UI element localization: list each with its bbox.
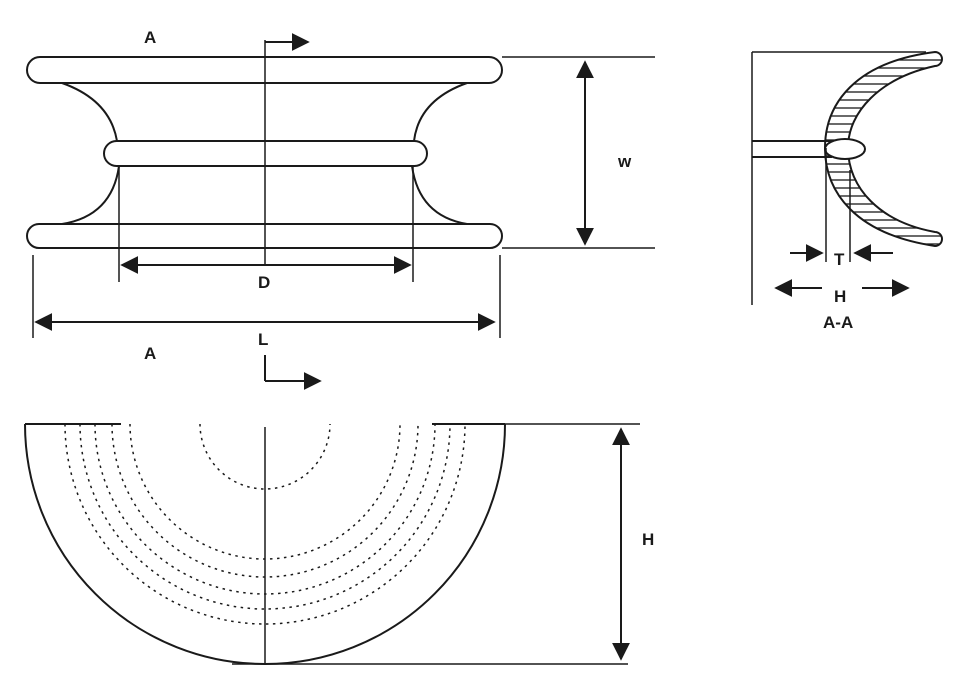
dotted-arc-inner	[199, 423, 331, 490]
label-d: D	[258, 273, 270, 292]
dimension-w	[502, 56, 655, 249]
label-h-section: H	[834, 287, 846, 306]
hub-curve-left-lower	[61, 165, 120, 225]
section-label-bottom: A	[144, 344, 156, 363]
label-w: w	[617, 152, 632, 171]
dimension-d	[118, 166, 414, 282]
front-view	[26, 33, 503, 390]
dotted-arc-2	[79, 423, 451, 610]
label-h-plan: H	[642, 530, 654, 549]
hub-curve-right-lower	[411, 165, 468, 225]
ring-bead	[824, 138, 866, 160]
plan-view	[24, 423, 506, 665]
dimension-l	[32, 255, 501, 338]
section-label-top: A	[144, 28, 156, 47]
section-title: A-A	[823, 313, 853, 332]
label-l: L	[258, 330, 268, 349]
hub-curve-left-upper	[61, 82, 118, 142]
label-t: T	[834, 250, 845, 269]
hub-curve-right-upper	[413, 82, 468, 142]
section-view	[751, 50, 943, 305]
dimension-h-plan	[232, 423, 640, 665]
hatched-crescent	[823, 50, 943, 248]
